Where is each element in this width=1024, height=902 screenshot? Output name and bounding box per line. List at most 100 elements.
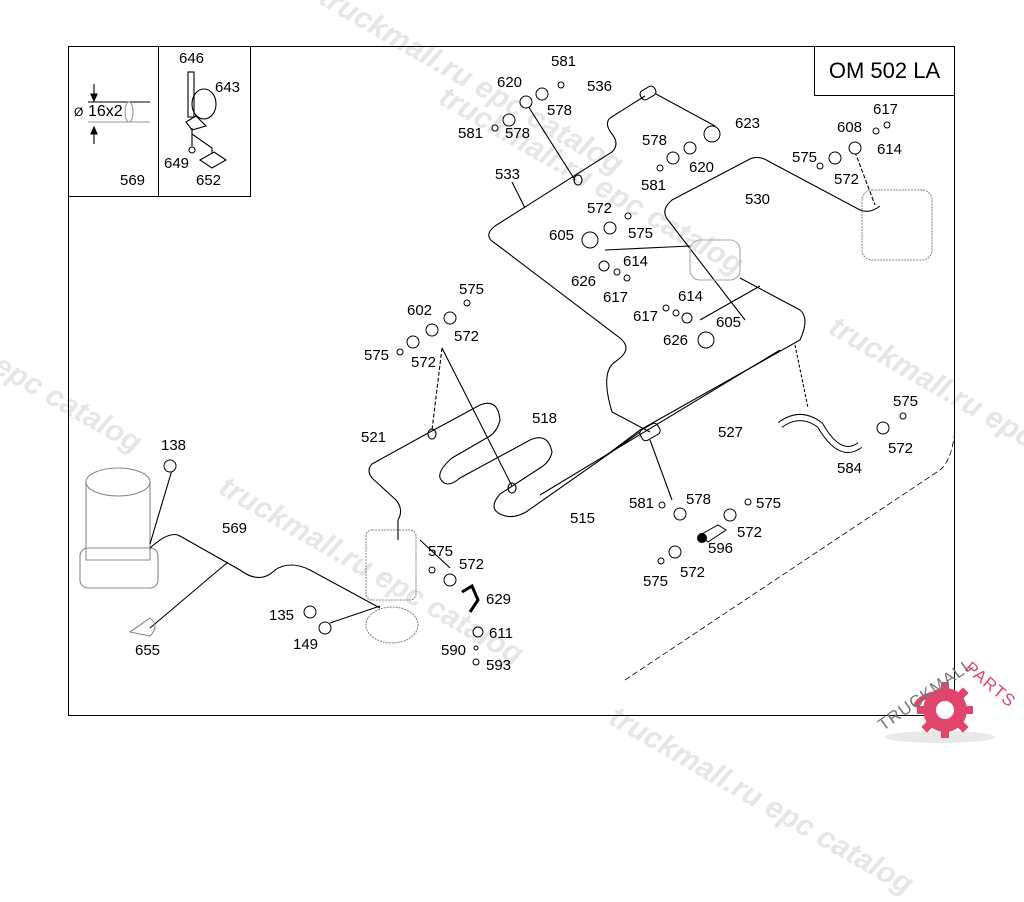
part-callout[interactable]: 578 bbox=[547, 102, 573, 119]
part-callout[interactable]: 536 bbox=[587, 78, 613, 95]
clip-655 bbox=[128, 617, 156, 637]
part-callout[interactable]: 135 bbox=[269, 607, 295, 624]
fitting-611 bbox=[472, 626, 484, 638]
nut-icon bbox=[668, 545, 682, 559]
sealing-ring bbox=[744, 498, 752, 506]
sealing-ring bbox=[557, 81, 565, 89]
part-callout[interactable]: 530 bbox=[745, 191, 771, 208]
part-callout[interactable]: 575 bbox=[643, 573, 669, 590]
pipe-section-icon bbox=[124, 101, 134, 123]
part-callout[interactable]: 578 bbox=[642, 132, 668, 149]
elbow-605 bbox=[581, 231, 599, 249]
part-callout[interactable]: 596 bbox=[708, 540, 734, 557]
part-callout[interactable]: 575 bbox=[893, 393, 919, 410]
part-callout[interactable]: 575 bbox=[364, 347, 390, 364]
sealing-ring bbox=[613, 268, 621, 276]
clip-icon bbox=[191, 88, 217, 120]
part-callout[interactable]: 605 bbox=[716, 314, 742, 331]
part-callout[interactable]: 575 bbox=[428, 543, 454, 560]
part-callout[interactable]: 581 bbox=[641, 177, 667, 194]
part-callout[interactable]: 515 bbox=[570, 510, 596, 527]
part-callout[interactable]: 575 bbox=[628, 225, 654, 242]
part-callout[interactable]: 518 bbox=[532, 410, 558, 427]
part-callout[interactable]: 620 bbox=[689, 159, 715, 176]
part-callout[interactable]: 620 bbox=[497, 74, 523, 91]
sealing-ring bbox=[672, 309, 680, 317]
part-callout[interactable]: 572 bbox=[454, 328, 480, 345]
pipe-end-fitting bbox=[639, 85, 657, 101]
nut-icon bbox=[828, 151, 842, 165]
leader-line bbox=[191, 128, 213, 154]
part-callout[interactable]: 581 bbox=[629, 495, 655, 512]
elbow-629 bbox=[461, 583, 480, 613]
part-callout[interactable]: 611 bbox=[489, 625, 513, 642]
part-callout[interactable]: 593 bbox=[486, 657, 512, 674]
air-dryer-body bbox=[85, 482, 151, 561]
sealing-ring bbox=[473, 645, 479, 651]
part-callout[interactable]: 614 bbox=[678, 288, 704, 305]
part-callout[interactable]: 149 bbox=[293, 636, 319, 653]
part-callout[interactable]: 617 bbox=[603, 289, 629, 306]
bolt-icon bbox=[187, 71, 195, 118]
part-callout[interactable]: 578 bbox=[686, 491, 712, 508]
legend-part-646: 646 bbox=[179, 50, 205, 67]
nut-icon bbox=[535, 87, 549, 101]
part-callout[interactable]: 614 bbox=[877, 141, 903, 158]
part-callout[interactable]: 581 bbox=[458, 125, 484, 142]
part-callout[interactable]: 629 bbox=[486, 591, 512, 608]
part-callout[interactable]: 590 bbox=[441, 642, 467, 659]
part-callout[interactable]: 626 bbox=[663, 332, 689, 349]
leader-line bbox=[527, 105, 576, 181]
legend-part-652: 652 bbox=[196, 172, 222, 189]
part-callout[interactable]: 626 bbox=[571, 273, 597, 290]
part-callout[interactable]: 572 bbox=[411, 354, 437, 371]
parts-diagram bbox=[79, 71, 956, 681]
leader-line bbox=[604, 245, 691, 251]
tee-596-port bbox=[697, 533, 707, 543]
part-callout[interactable]: 614 bbox=[623, 253, 649, 270]
part-callout[interactable]: 527 bbox=[718, 424, 744, 441]
air-dryer-top bbox=[85, 467, 151, 497]
part-callout[interactable]: 623 bbox=[735, 115, 761, 132]
part-callout[interactable]: 572 bbox=[587, 200, 613, 217]
part-callout[interactable]: 584 bbox=[837, 460, 863, 477]
fitting-623 bbox=[703, 125, 721, 143]
part-callout[interactable]: 608 bbox=[837, 119, 863, 136]
pipe-527 bbox=[599, 277, 806, 461]
part-callout[interactable]: 575 bbox=[792, 149, 818, 166]
part-callout[interactable]: 655 bbox=[135, 642, 161, 659]
part-callout[interactable]: 521 bbox=[361, 429, 387, 446]
dimension-label: 16x2 bbox=[88, 103, 123, 120]
part-callout[interactable]: 572 bbox=[737, 524, 763, 541]
part-callout[interactable]: 572 bbox=[459, 556, 485, 573]
tee-fitting bbox=[639, 422, 661, 442]
plate-icon bbox=[198, 151, 228, 169]
part-callout[interactable]: 578 bbox=[505, 125, 531, 142]
nut-icon bbox=[876, 421, 890, 435]
nut-icon bbox=[188, 146, 196, 154]
part-callout[interactable]: 605 bbox=[549, 227, 575, 244]
leader-line bbox=[431, 347, 443, 431]
sealing-ring bbox=[624, 212, 632, 220]
fitting-608 bbox=[848, 141, 862, 155]
sealing-ring bbox=[396, 348, 404, 356]
part-callout[interactable]: 533 bbox=[495, 166, 521, 183]
nut-icon bbox=[443, 573, 457, 587]
pipe-533 bbox=[488, 95, 651, 433]
legend-box-clip bbox=[158, 46, 251, 197]
part-callout[interactable]: 581 bbox=[551, 53, 577, 70]
sealing-ring bbox=[428, 566, 436, 574]
part-callout[interactable]: 572 bbox=[834, 171, 860, 188]
part-callout[interactable]: 575 bbox=[459, 281, 485, 298]
part-callout[interactable]: 572 bbox=[680, 564, 706, 581]
part-callout[interactable]: 138 bbox=[161, 437, 187, 454]
part-callout[interactable]: 572 bbox=[888, 440, 914, 457]
dimension-symbol: Ø bbox=[74, 105, 84, 119]
part-callout[interactable]: 569 bbox=[222, 520, 248, 537]
part-callout[interactable]: 617 bbox=[873, 101, 899, 118]
part-callout[interactable]: 617 bbox=[633, 308, 659, 325]
part-callout[interactable]: 575 bbox=[756, 495, 782, 512]
part-callout[interactable]: 602 bbox=[407, 302, 433, 319]
diagram-shape bbox=[79, 71, 956, 681]
nut-icon bbox=[673, 507, 687, 521]
